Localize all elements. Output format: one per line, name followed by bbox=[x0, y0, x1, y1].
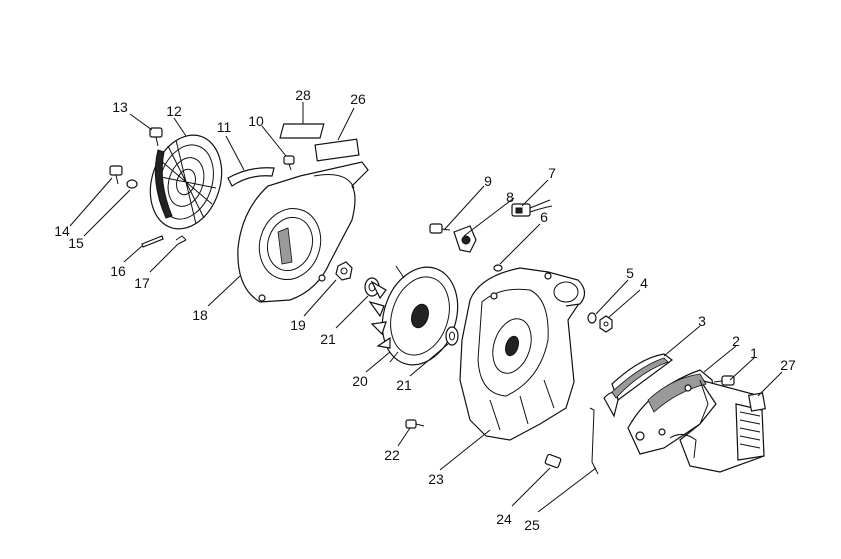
callout-2: 2 bbox=[732, 333, 740, 349]
nut-part-19 bbox=[335, 261, 353, 281]
label-part-28 bbox=[279, 123, 325, 139]
bolt-part-13 bbox=[149, 127, 163, 147]
callout-24: 24 bbox=[496, 511, 512, 527]
leader-lines bbox=[69, 102, 783, 513]
gasket-part-3 bbox=[603, 353, 674, 418]
bolt-part-9 bbox=[429, 223, 451, 234]
block-part-24 bbox=[544, 453, 562, 469]
connector-part-7 bbox=[511, 199, 553, 217]
callout-13: 13 bbox=[112, 99, 128, 115]
clip-part-17 bbox=[175, 235, 187, 245]
callout-18: 18 bbox=[192, 307, 208, 323]
callout-26: 26 bbox=[350, 91, 366, 107]
bolt-part-1 bbox=[713, 375, 735, 386]
callout-10: 10 bbox=[248, 113, 264, 129]
label-part-26 bbox=[314, 138, 360, 162]
screw-part-22 bbox=[405, 419, 425, 429]
callout-16: 16 bbox=[110, 263, 126, 279]
callout-27: 27 bbox=[780, 357, 796, 373]
callout-7: 7 bbox=[548, 165, 556, 181]
fan-housing-part-18 bbox=[237, 161, 369, 303]
callout-3: 3 bbox=[698, 313, 706, 329]
screw-part-10 bbox=[283, 155, 295, 171]
callout-4: 4 bbox=[640, 275, 648, 291]
callout-20: 20 bbox=[352, 373, 368, 389]
callout-19: 19 bbox=[290, 317, 306, 333]
pin-part-16 bbox=[141, 235, 164, 248]
callout-6: 6 bbox=[540, 209, 548, 225]
washer-part-15 bbox=[126, 179, 138, 189]
callout-9: 9 bbox=[484, 173, 492, 189]
callout-22: 22 bbox=[384, 447, 400, 463]
callout-11: 11 bbox=[217, 119, 232, 135]
callout-25: 25 bbox=[524, 517, 540, 533]
washer-part-5 bbox=[587, 312, 597, 324]
impeller-part-20 bbox=[368, 265, 459, 366]
label-part-27 bbox=[748, 392, 766, 412]
starter-housing-part-12 bbox=[149, 134, 223, 230]
bolt-part-14 bbox=[109, 165, 123, 185]
nut-part-4 bbox=[599, 315, 613, 333]
callout-23: 23 bbox=[428, 471, 444, 487]
callout-21a: 21 bbox=[320, 331, 336, 347]
washer-part-21-lower bbox=[445, 326, 459, 346]
callout-8: 8 bbox=[506, 189, 514, 205]
callout-21b: 21 bbox=[396, 377, 412, 393]
muffler-part-2 bbox=[627, 369, 765, 473]
washer-part-6 bbox=[493, 264, 503, 272]
callout-5: 5 bbox=[626, 265, 634, 281]
ignition-part-8 bbox=[453, 225, 477, 253]
callout-labels: 1 2 3 4 5 6 7 8 9 10 11 12 13 14 15 16 1… bbox=[54, 87, 796, 533]
rod-part-25 bbox=[589, 407, 599, 475]
callout-14: 14 bbox=[54, 223, 70, 239]
seal-part-11 bbox=[227, 167, 275, 187]
callout-28: 28 bbox=[295, 87, 311, 103]
callout-17: 17 bbox=[134, 275, 150, 291]
crankcase-part-23 bbox=[459, 267, 586, 441]
callout-1: 1 bbox=[750, 345, 758, 361]
callout-15: 15 bbox=[68, 235, 84, 251]
callout-12: 12 bbox=[166, 103, 182, 119]
